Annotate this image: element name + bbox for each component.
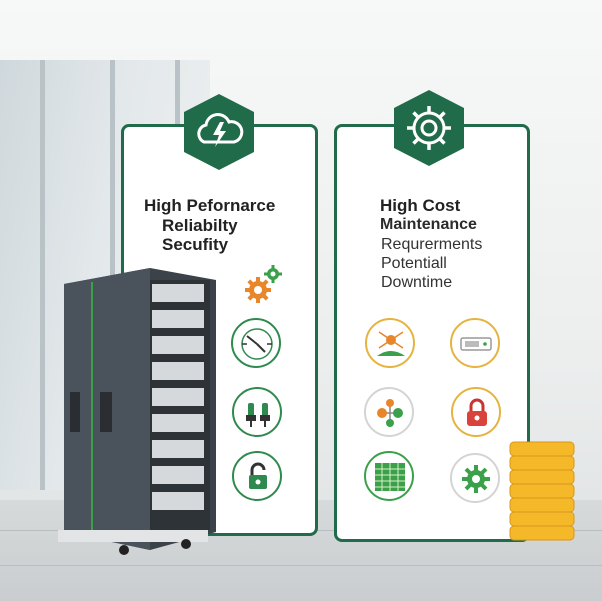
challenge-line-1: High Cost [380,196,461,215]
challenge-line-5: Downtime [381,274,453,291]
benefit-line-3: Secufity [162,235,229,254]
gears-icon [245,265,282,303]
padlock-icon [232,451,282,501]
floor-line [0,565,602,566]
benefit-line-1: High Pefornarce [144,196,276,215]
challenge-line-4: Potentiall [381,255,447,272]
gear-icon [394,90,464,166]
challenge-line-3: Requrerments [381,236,483,253]
network-icon [365,318,415,368]
padlock-icon [451,387,501,437]
benefit-line-2: Reliabilty [162,216,238,235]
cloud-lightning-icon [184,94,254,170]
coin-stack [509,441,575,541]
challenge-line-2: Maintenance [380,216,477,233]
nodes-icon [364,387,414,437]
gear-icon [450,453,500,503]
window-mullion [40,60,45,490]
server-unit-icon [450,318,500,368]
connector-icon [232,387,282,437]
clock-icon [231,318,281,368]
circuit-board-icon [364,451,414,501]
benefits-card [121,124,318,536]
server-rack [58,268,216,555]
